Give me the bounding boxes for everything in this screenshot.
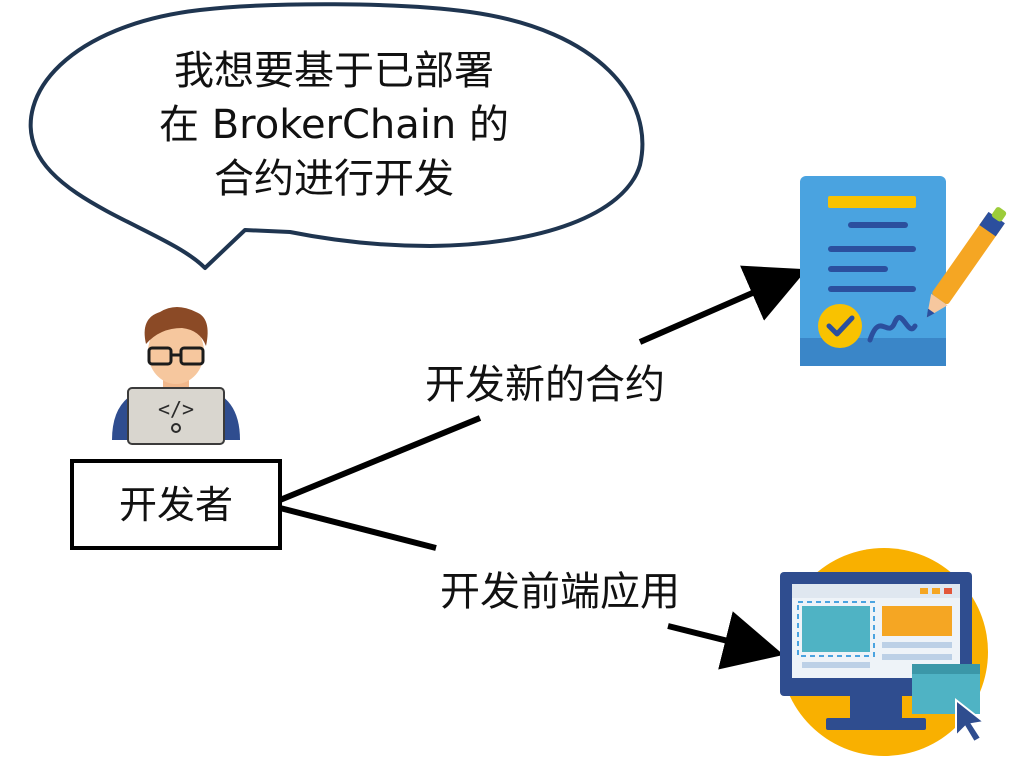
arrow-line-upper-1: [278, 415, 482, 503]
bubble-line-1: 我想要基于已部署: [174, 48, 494, 94]
developer-box: 开发者: [70, 459, 282, 550]
frontend-monitor-icon: [780, 548, 988, 756]
speech-bubble: 我想要基于已部署 在 BrokerChain 的 合约进行开发: [28, 2, 645, 270]
speech-bubble-shape: [28, 2, 645, 270]
bubble-line-2: 在 BrokerChain 的: [159, 102, 509, 148]
arrow-line-lower-2: [667, 611, 784, 670]
contract-document-icon: [800, 176, 1007, 366]
arrow-line-lower-1: [279, 505, 437, 551]
bubble-line-3: 合约进行开发: [214, 156, 454, 202]
arrow-new-contract: 开发新的合约: [278, 265, 808, 503]
arrow-label-frontend-app: 开发前端应用: [440, 569, 680, 615]
svg-text:</>: </>: [158, 397, 194, 421]
developer-box-frame: [70, 459, 282, 550]
arrow-label-new-contract: 开发新的合约: [425, 362, 665, 408]
arrow-line-upper-2: [638, 265, 808, 345]
developer-laptop-icon: </>: [112, 307, 240, 445]
arrow-frontend-app: 开发前端应用: [279, 505, 784, 670]
developer-label: 开发者: [119, 483, 233, 527]
